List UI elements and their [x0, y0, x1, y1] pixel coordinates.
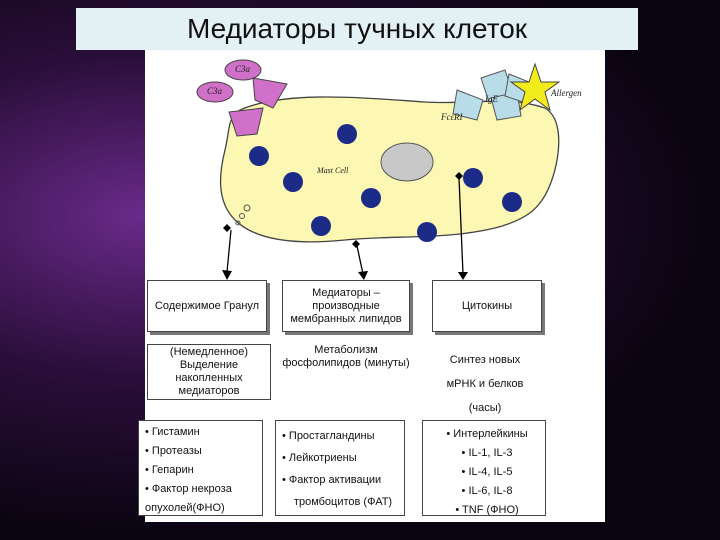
granule-release-dot [235, 220, 241, 226]
granule-release-dot [239, 213, 245, 219]
list-item: • TNF (ФНО) [455, 504, 519, 516]
arrow-lipid-mediators-tail [352, 240, 360, 248]
c3a-receptor [228, 107, 264, 137]
label-fcri: FcεRI [441, 112, 463, 122]
list-item: тромбоцитов (ФАТ) [293, 496, 393, 508]
arrow-granule-content-head [222, 270, 232, 280]
nucleus [380, 142, 434, 182]
granule [311, 216, 331, 236]
granule [249, 146, 269, 166]
c3a-molecule [196, 81, 234, 103]
list-item: • Интерлейкины [446, 428, 528, 440]
list-item: • Фактор некроза [145, 483, 232, 495]
timing-cytokines-line: мРНК и белков [446, 378, 524, 390]
label-allergen: Allergen [551, 88, 582, 98]
list-granule-mediators: • Гистамин • Протеазы • Гепарин • Фактор… [138, 420, 263, 516]
slide-title: Медиаторы тучных клеток [76, 8, 638, 50]
granule [463, 168, 483, 188]
list-item: опухолей(ФНО) [145, 502, 225, 514]
label-c3a-left: C3a [207, 86, 223, 96]
timing-lipid-mediators: Метаболизм фосфолипидов (минуты) [282, 344, 410, 369]
label-ige: IgE [485, 94, 498, 104]
list-lipid-mediators: • Простагландины • Лейкотриены • Фактор … [275, 420, 405, 516]
list-item: • IL-4, IL-5 [461, 466, 513, 478]
granule [502, 192, 522, 212]
arrow-lipid-mediators-head [358, 271, 368, 280]
list-item: • Гепарин [145, 464, 194, 476]
list-item: • Протеазы [145, 445, 202, 457]
allergen-star [509, 62, 561, 112]
granule [283, 172, 303, 192]
timing-cytokines-line: (часы) [468, 402, 502, 414]
mast-cell-diagram: C3a C3a IgE FcεRI Allergen Mast Cell Сод… [138, 50, 605, 522]
list-item: • Гистамин [145, 426, 200, 438]
granule [361, 188, 381, 208]
timing-cytokines-line: Синтез новых [449, 354, 521, 366]
timing-cytokines: Синтез новых мРНК и белков (часы) [425, 348, 545, 420]
timing-granule-content: (Немедленное) Выделение накопленных меди… [147, 344, 271, 400]
arrow-granule-content [226, 229, 232, 273]
list-cytokines: • Интерлейкины • IL-1, IL-3 • IL-4, IL-5… [422, 420, 546, 516]
arrow-cytokines-head [458, 272, 468, 280]
header-lipid-mediators: Медиаторы – производные мембранных липид… [282, 280, 410, 332]
list-item: • IL-6, IL-8 [461, 485, 513, 497]
arrow-lipid-mediators [356, 245, 364, 275]
list-item: • Простагландины [282, 430, 375, 442]
c3a-molecule [224, 59, 262, 81]
list-item: • Лейкотриены [282, 452, 357, 464]
granule [417, 222, 437, 242]
arrow-cytokines [458, 177, 464, 275]
list-item: • IL-1, IL-3 [461, 447, 513, 459]
c3a-receptor [252, 77, 288, 109]
arrow-cytokines-tail [455, 172, 463, 180]
list-item: • Фактор активации [282, 474, 382, 486]
granule-release-dot [243, 204, 251, 212]
label-mast-cell: Mast Cell [317, 166, 349, 175]
granule [337, 124, 357, 144]
label-c3a-top: C3a [235, 64, 251, 74]
header-granule-content: Содержимое Гранул [147, 280, 267, 332]
fc-receptor [452, 89, 484, 121]
arrow-granule-content-tail [223, 224, 231, 232]
diagram-canvas [196, 59, 561, 280]
header-cytokines: Цитокины [432, 280, 542, 332]
